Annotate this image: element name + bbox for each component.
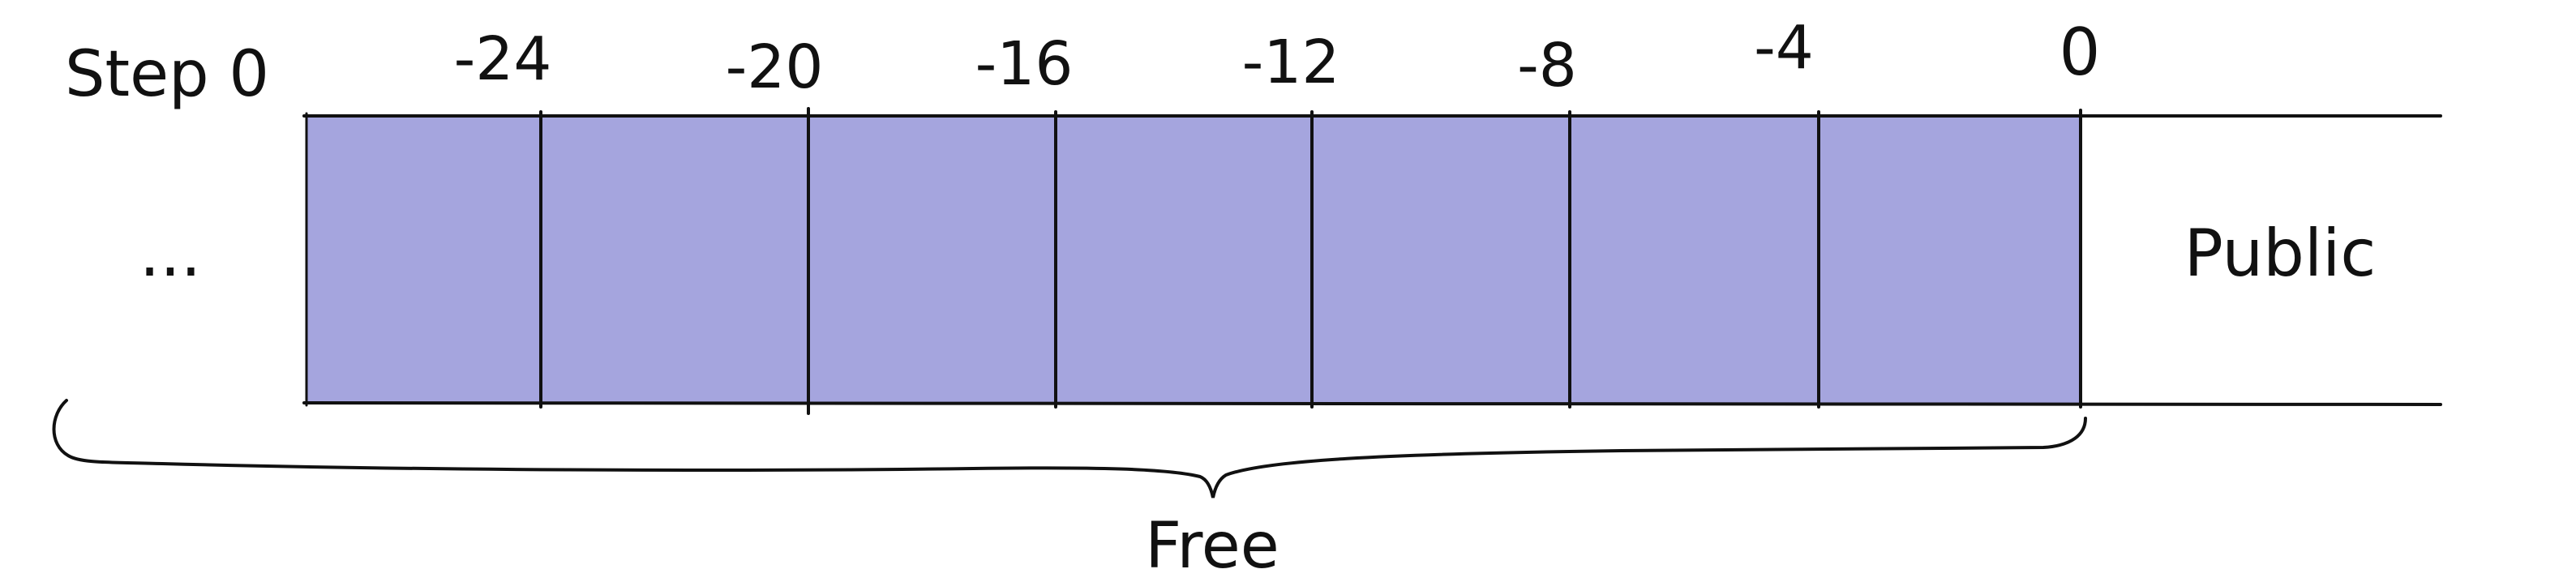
offset-label-minus-16: -16 xyxy=(975,29,1074,99)
offset-label-minus-20: -20 xyxy=(726,32,824,102)
free-region-label: Free xyxy=(1145,510,1279,582)
offset-label-minus-24: -24 xyxy=(454,24,552,94)
ellipsis-mark: ... xyxy=(139,216,201,291)
bottom-boundary-line xyxy=(302,401,2442,406)
offset-label-minus-8: -8 xyxy=(1517,31,1577,101)
free-region-fill xyxy=(306,116,2079,404)
step-title: Step 0 xyxy=(65,38,269,111)
offset-label-minus-12: -12 xyxy=(1242,28,1340,97)
public-region-label: Public xyxy=(2184,216,2377,291)
offset-label-0: 0 xyxy=(2060,15,2101,90)
free-region-brace xyxy=(52,399,2087,499)
offset-label-minus-4: -4 xyxy=(1754,13,1814,83)
